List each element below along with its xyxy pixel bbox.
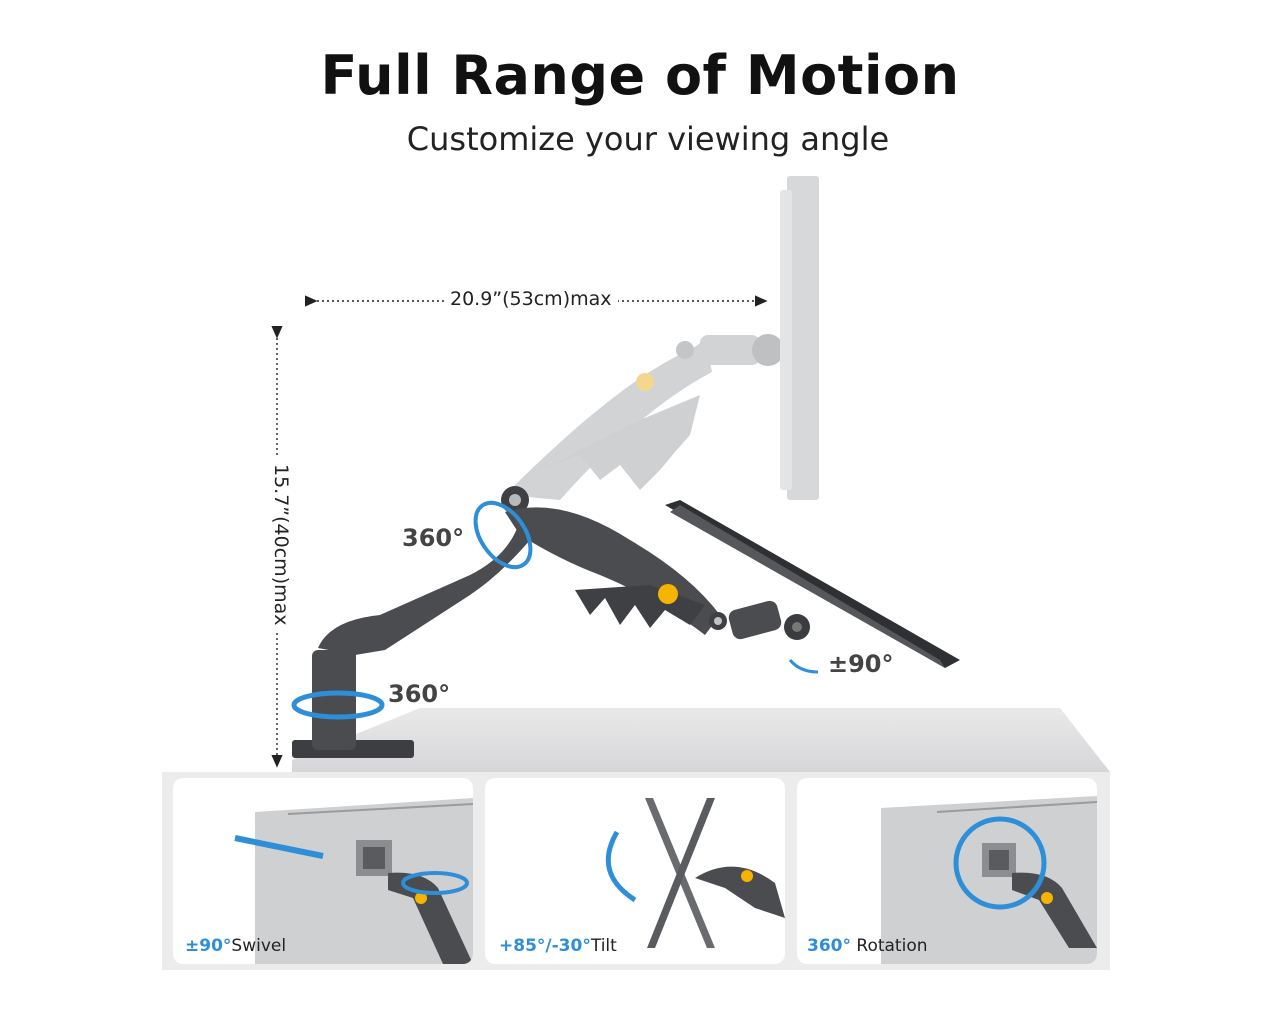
desk-surface xyxy=(292,708,1110,772)
page-subtitle: Customize your viewing angle xyxy=(406,120,890,158)
tilt-illustration xyxy=(605,798,785,948)
tilt-angle-label: ±90° xyxy=(828,650,894,678)
brand-badge xyxy=(658,584,678,604)
monitor-arm-illustration xyxy=(271,176,1110,772)
tilt-card: +85°/-30°Tilt xyxy=(485,778,785,964)
base-column xyxy=(312,650,356,750)
height-dimension-label: 15.7”(40cm)max xyxy=(270,458,292,632)
ghost-arm-position xyxy=(505,176,819,500)
shoulder-angle-label: 360° xyxy=(402,524,465,552)
shoulder-rotation-arrow xyxy=(473,500,533,570)
rotation-illustration xyxy=(881,796,1097,964)
swivel-illustration xyxy=(234,798,473,964)
base-angle-label: 360° xyxy=(388,680,451,708)
width-dimension-label: 20.9”(53cm)max xyxy=(444,288,618,310)
rotation-caption: 360° Rotation xyxy=(807,936,928,956)
base-rotation-arrow xyxy=(291,690,385,720)
lower-arm xyxy=(318,520,530,655)
tilt-head xyxy=(728,600,782,640)
swivel-card: ±90°Swivel xyxy=(173,778,473,964)
tilt-arrow xyxy=(788,659,819,674)
rotation-card: 360° Rotation xyxy=(797,778,1097,964)
tilt-caption: +85°/-30°Tilt xyxy=(499,936,617,956)
swivel-caption: ±90°Swivel xyxy=(185,936,287,956)
page-title: Full Range of Motion xyxy=(320,44,960,107)
